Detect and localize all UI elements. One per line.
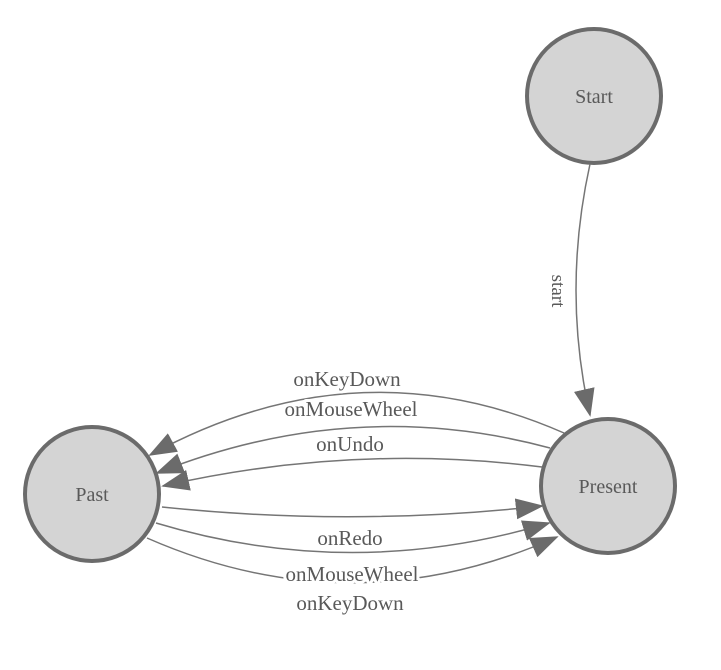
edge-label-past-to-present-onmousewheel: onMouseWheel	[286, 562, 419, 586]
state-node-start[interactable]	[525, 27, 663, 165]
edges-layer	[146, 163, 595, 584]
edge-labels-layer: start onKeyDown onMouseWheel onUndo onRedo on…	[282, 272, 571, 618]
edge-present-to-past-onundo[interactable]	[161, 457, 543, 491]
edge-label-present-to-past-onundo: onUndo	[316, 432, 384, 456]
state-label-start: Start	[575, 86, 613, 108]
edge-past-to-present-onkeydown[interactable]	[146, 536, 559, 584]
edge-label-past-to-present-onkeydown: onKeyDown	[296, 591, 404, 615]
edge-label-past-to-present-onredo: onRedo	[317, 526, 382, 550]
edge-past-to-present-onredo[interactable]	[161, 498, 544, 520]
state-node-past[interactable]	[23, 425, 161, 563]
edge-label-present-to-past-onmousewheel: onMouseWheel	[285, 397, 418, 421]
state-label-past: Past	[75, 484, 109, 506]
edge-past-to-present-onmousewheel[interactable]	[155, 520, 551, 554]
edge-start-to-present[interactable]	[574, 163, 595, 417]
edge-present-to-past-onkeydown[interactable]	[148, 391, 565, 456]
state-node-present[interactable]	[539, 417, 677, 555]
edge-label-start-to-present: start	[547, 275, 568, 308]
state-label-present: Present	[579, 476, 638, 498]
edge-present-to-past-onmousewheel[interactable]	[155, 425, 551, 474]
edge-label-present-to-past-onkeydown: onKeyDown	[293, 367, 401, 391]
